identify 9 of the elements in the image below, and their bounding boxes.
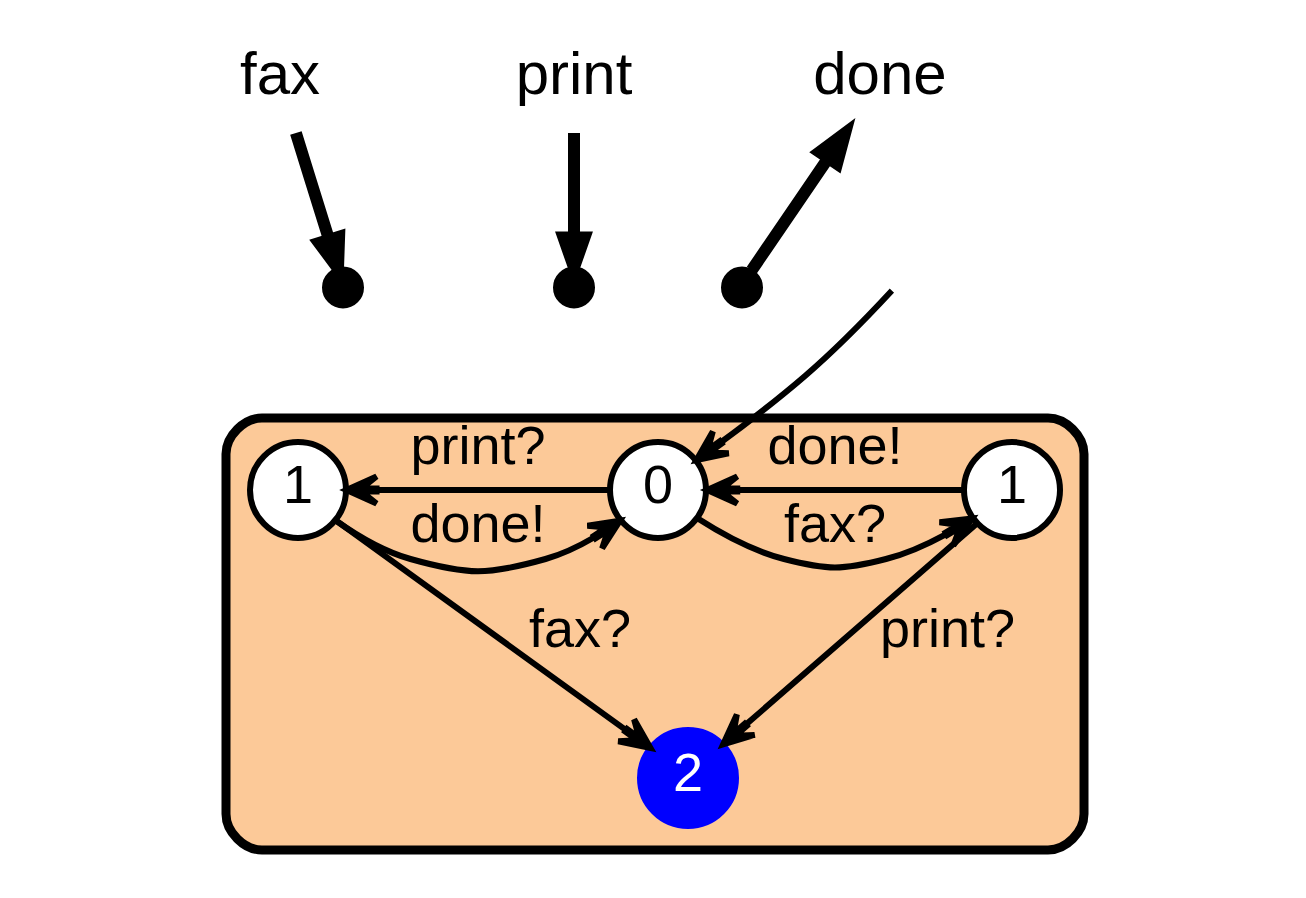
edge-label: fax? (783, 492, 886, 553)
edge-label: done! (409, 492, 546, 553)
node-text: done (812, 39, 947, 107)
edge-label: fax? (528, 597, 631, 658)
edge-label: print? (409, 414, 546, 475)
edge-label: done! (766, 414, 903, 475)
node-text: print (515, 39, 632, 107)
edge-label: print? (879, 597, 1015, 658)
node-text: fax (239, 39, 320, 107)
